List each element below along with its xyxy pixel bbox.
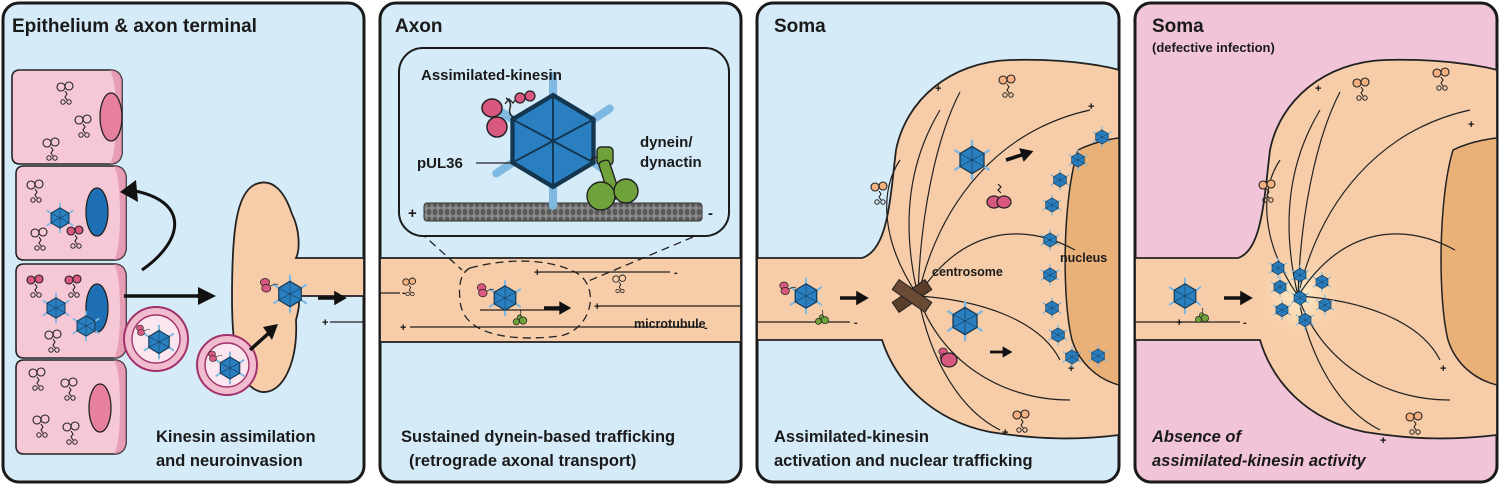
panel2-title: Axon: [395, 16, 443, 37]
panel3-caption-line2: activation and nuclear trafficking: [774, 452, 1033, 470]
svg-text:+: +: [1440, 363, 1446, 375]
svg-text:+: +: [935, 83, 941, 95]
svg-text:-: -: [854, 317, 858, 329]
microtubule-label: microtubule: [634, 317, 706, 331]
svg-text:+: +: [1068, 363, 1074, 375]
svg-text:-: -: [704, 322, 708, 334]
panel4-caption-line1: Absence of: [1151, 428, 1242, 446]
assimilated-kinesin-label: Assimilated-kinesin: [421, 67, 562, 84]
svg-text:+: +: [408, 205, 417, 222]
pul36-label: pUL36: [417, 155, 463, 172]
centrosome-label: centrosome: [932, 265, 1003, 279]
panel-epithelium: + Epithelium & axon terminal Kinesin ass…: [1, 1, 366, 484]
dynein-label-line2: dynactin: [640, 154, 702, 171]
panel2-caption-line2: (retrograde axonal transport): [409, 452, 636, 470]
svg-text:+: +: [1002, 427, 1008, 439]
svg-text:+: +: [1380, 435, 1386, 447]
svg-text:+: +: [1088, 101, 1094, 113]
svg-text:+: +: [1176, 317, 1182, 329]
panel4-title: Soma: [1152, 16, 1204, 37]
svg-text:+: +: [1315, 83, 1321, 95]
panel4-subtitle: (defective infection): [1152, 40, 1275, 55]
panel1-caption-line1: Kinesin assimilation: [156, 428, 316, 446]
panel1-title: Epithelium & axon terminal: [12, 16, 257, 37]
panel3-caption-line1: Assimilated-kinesin: [774, 428, 929, 446]
svg-text:+: +: [1468, 119, 1474, 131]
panel-axon: + - + - + - + -: [378, 1, 743, 484]
svg-text:+: +: [534, 267, 540, 279]
panel1-caption-line2: and neuroinvasion: [156, 452, 303, 470]
dynein-label-line1: dynein/: [640, 134, 693, 151]
svg-text:-: -: [1243, 317, 1247, 329]
svg-text:-: -: [402, 287, 406, 299]
panel3-title: Soma: [774, 16, 826, 37]
svg-text:-: -: [708, 205, 713, 222]
svg-text:+: +: [594, 301, 600, 313]
nucleus-label: nucleus: [1060, 251, 1107, 265]
svg-text:+: +: [400, 322, 406, 334]
panel2-caption-line1: Sustained dynein-based trafficking: [401, 428, 675, 446]
svg-text:-: -: [674, 267, 678, 279]
panel4-caption-line2: assimilated-kinesin activity: [1152, 452, 1367, 470]
panel-soma-defective: + + + + + - Soma (defective infection) Abse…: [1133, 1, 1499, 484]
panel-soma: + + + + -: [755, 1, 1121, 484]
plus-end-label: +: [322, 317, 328, 329]
